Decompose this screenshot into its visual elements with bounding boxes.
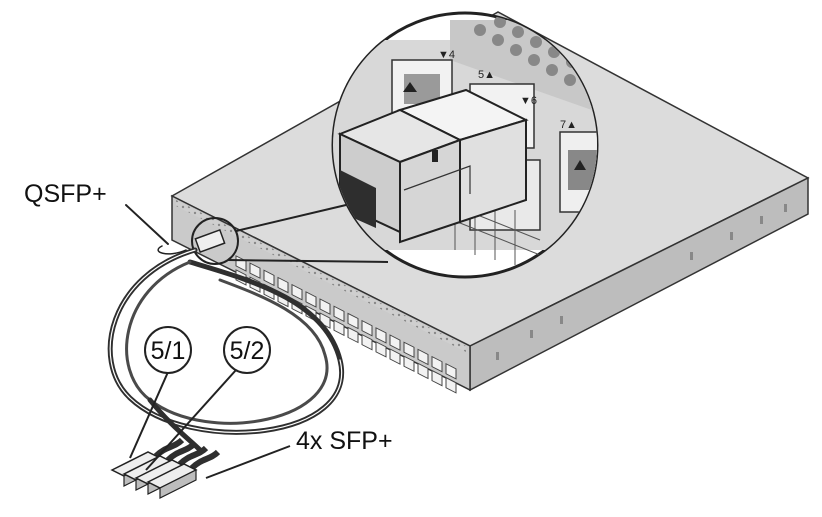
front-port bbox=[389, 348, 401, 365]
front-vent-strip bbox=[176, 200, 466, 352]
front-port bbox=[417, 348, 429, 366]
front-port bbox=[291, 283, 303, 301]
front-port bbox=[305, 291, 317, 308]
front-port bbox=[277, 276, 289, 294]
zoom-vent-dots bbox=[474, 16, 578, 86]
zoom-leader-line-lower bbox=[227, 259, 389, 263]
front-port bbox=[403, 355, 415, 373]
qsfp-port-highlight bbox=[191, 217, 239, 265]
zoom-callout: ▼4 5▲ ▼6 7▲ bbox=[227, 11, 599, 279]
zoom-port-label-6: ▼6 bbox=[520, 95, 537, 107]
front-port bbox=[347, 312, 359, 330]
front-port bbox=[403, 341, 415, 359]
sfp-plug bbox=[146, 449, 221, 499]
cable-to-fanout bbox=[147, 397, 203, 453]
port-tag-5-1: 5/1 bbox=[129, 326, 192, 459]
front-port bbox=[431, 369, 443, 387]
front-port bbox=[445, 377, 457, 394]
front-port bbox=[445, 363, 457, 380]
front-port bbox=[249, 262, 261, 279]
qsfp-pointer-line bbox=[125, 204, 169, 245]
front-port bbox=[389, 334, 401, 351]
front-port bbox=[375, 327, 387, 344]
sfp-pointer-line bbox=[205, 445, 291, 479]
front-port bbox=[333, 305, 345, 323]
cable-loop-inner bbox=[125, 260, 329, 425]
zoom-port-label-5: 5▲ bbox=[478, 69, 495, 81]
front-port bbox=[361, 319, 373, 337]
port-tag-5-2: 5/2 bbox=[145, 326, 271, 471]
sfp-connector-group bbox=[110, 437, 221, 499]
front-port bbox=[333, 319, 345, 337]
port-5-2-label: 5/2 bbox=[230, 337, 265, 365]
zoom-port-label-7: 7▲ bbox=[560, 119, 577, 131]
sfp-label: 4x SFP+ bbox=[296, 427, 393, 455]
breakout-cable bbox=[107, 204, 345, 453]
front-port bbox=[417, 362, 429, 380]
front-port bbox=[361, 333, 373, 351]
side-details bbox=[496, 204, 787, 360]
qsfp-label: QSFP+ bbox=[24, 180, 107, 208]
front-port bbox=[375, 341, 387, 358]
zoom-leader-line-upper bbox=[235, 204, 347, 232]
zoom-qsfp-transceiver bbox=[337, 88, 529, 244]
qsfp-plug bbox=[194, 229, 226, 253]
cable-loop-highlight bbox=[109, 249, 343, 433]
front-port bbox=[319, 298, 331, 315]
front-port bbox=[263, 269, 275, 287]
front-port bbox=[431, 355, 443, 373]
zoom-port-label-4: ▼4 bbox=[438, 49, 455, 61]
front-port bbox=[347, 326, 359, 344]
port-5-1-label: 5/1 bbox=[151, 337, 186, 365]
